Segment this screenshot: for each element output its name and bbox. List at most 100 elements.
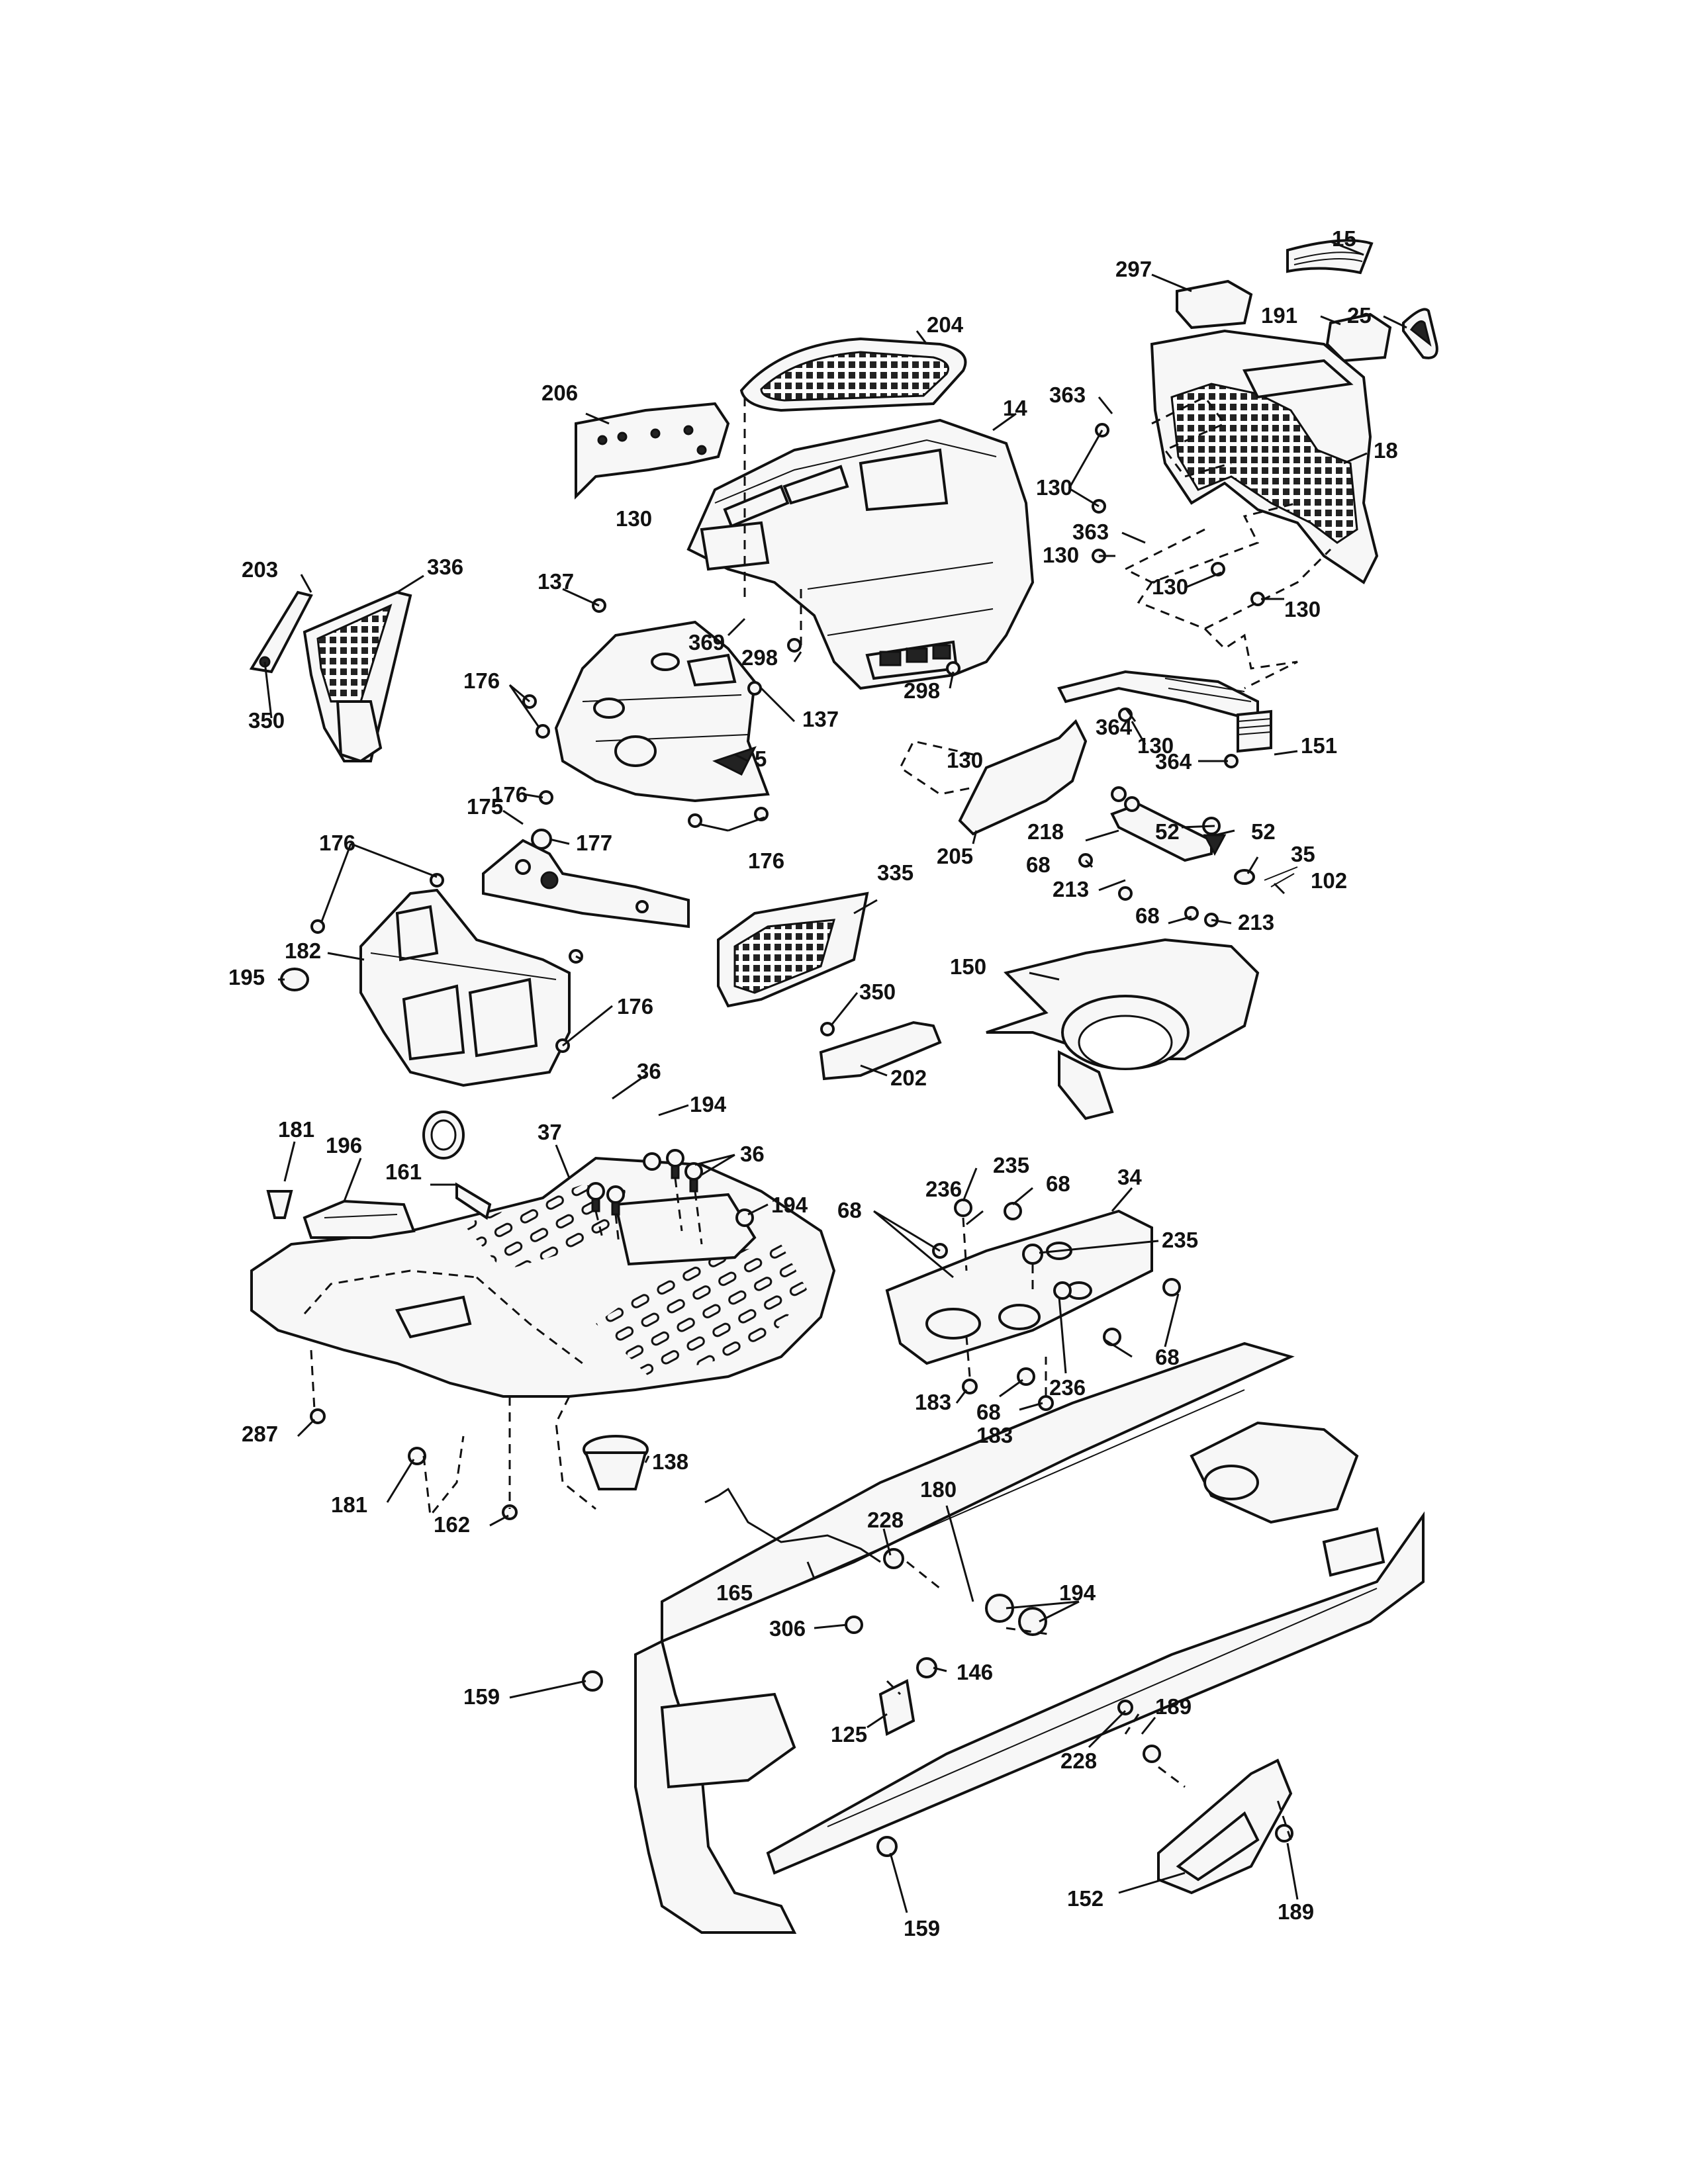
callout-369: 369 xyxy=(688,630,725,655)
part-15-badge xyxy=(1286,239,1374,275)
callout-130a: 130 xyxy=(1036,475,1072,500)
part-203-trim xyxy=(249,590,313,674)
callout-176a: 176 xyxy=(463,668,500,693)
callout-176b: 176 xyxy=(491,782,528,807)
part-161-knob xyxy=(422,1111,492,1220)
callout-18: 18 xyxy=(1374,438,1398,463)
callout-102: 102 xyxy=(1311,868,1347,893)
callout-364b: 364 xyxy=(1155,749,1192,774)
callout-189b: 189 xyxy=(1278,1899,1314,1924)
callout-130d: 130 xyxy=(1152,574,1188,599)
part-37-fender xyxy=(250,1156,836,1398)
part-181-plug xyxy=(266,1190,293,1219)
part-182-lower-panel xyxy=(359,888,571,1087)
callout-297: 297 xyxy=(1115,257,1152,281)
callout-161: 161 xyxy=(385,1160,422,1184)
callout-14: 14 xyxy=(1003,396,1027,420)
callout-182: 182 xyxy=(285,938,321,963)
callout-176e: 176 xyxy=(617,994,653,1019)
callout-130c: 130 xyxy=(1043,543,1079,567)
part-102-pin xyxy=(1264,866,1298,887)
callout-228b: 228 xyxy=(1060,1749,1097,1773)
callout-236b: 236 xyxy=(1049,1375,1086,1400)
callout-206: 206 xyxy=(541,381,578,405)
callout-202: 202 xyxy=(890,1066,927,1090)
callout-137a: 137 xyxy=(538,569,574,594)
callout-25: 25 xyxy=(1347,303,1372,328)
part-177-nut xyxy=(531,829,552,850)
leader-lines xyxy=(263,240,1407,1913)
callout-68a: 68 xyxy=(1026,852,1051,877)
callout-137b: 137 xyxy=(802,707,839,731)
callout-213a: 213 xyxy=(1053,877,1089,901)
callout-36a: 36 xyxy=(637,1059,661,1083)
callout-68d: 68 xyxy=(837,1198,862,1222)
part-191-emblem xyxy=(1325,312,1392,363)
callout-138: 138 xyxy=(652,1449,688,1474)
part-335-side-grille xyxy=(717,891,869,1008)
callout-194a: 194 xyxy=(690,1092,727,1116)
part-202-trim xyxy=(819,1021,942,1081)
callout-205: 205 xyxy=(937,844,973,868)
callout-labels: 15 297 25 191 204 14 206 363 18 130 130 … xyxy=(228,226,1398,1940)
callout-37: 37 xyxy=(538,1120,562,1144)
part-205-shield xyxy=(958,719,1088,836)
callout-335: 335 xyxy=(877,860,914,885)
callout-177: 177 xyxy=(576,831,612,855)
part-25-lens xyxy=(1402,308,1438,359)
callout-152: 152 xyxy=(1067,1886,1103,1911)
part-152-guard xyxy=(1157,1758,1293,1895)
part-14-hood xyxy=(686,418,1035,690)
callout-130b: 130 xyxy=(616,506,652,531)
callout-350b: 350 xyxy=(859,979,896,1004)
callout-336: 336 xyxy=(427,555,463,579)
callout-213b: 213 xyxy=(1238,910,1274,934)
callout-130f: 130 xyxy=(1137,733,1174,758)
callout-235a: 235 xyxy=(993,1153,1029,1177)
callout-195: 195 xyxy=(228,965,265,989)
part-138-boot xyxy=(583,1435,649,1490)
callout-35: 35 xyxy=(1291,842,1315,866)
part-196-plate xyxy=(303,1199,416,1239)
callout-181a: 181 xyxy=(278,1117,314,1142)
part-5-dash-panel xyxy=(554,620,770,803)
callout-34: 34 xyxy=(1117,1165,1142,1189)
callout-287: 287 xyxy=(242,1422,278,1446)
part-364-bracket xyxy=(1057,670,1259,723)
callout-176c: 176 xyxy=(319,831,355,855)
callout-68c: 68 xyxy=(1046,1171,1070,1196)
callout-68e: 68 xyxy=(1155,1345,1180,1369)
callout-36b: 36 xyxy=(740,1142,765,1166)
callout-150: 150 xyxy=(950,954,986,979)
callout-183a: 183 xyxy=(915,1390,951,1414)
callout-68f: 68 xyxy=(976,1400,1001,1424)
part-35-washer xyxy=(1234,869,1255,885)
part-204-grille xyxy=(739,337,967,412)
callout-159b: 159 xyxy=(904,1916,940,1940)
part-297-emblem xyxy=(1176,279,1253,330)
callout-218: 218 xyxy=(1027,819,1064,844)
callout-196: 196 xyxy=(326,1133,362,1158)
callout-130g: 130 xyxy=(947,748,983,772)
callout-204: 204 xyxy=(927,312,964,337)
callout-52b: 52 xyxy=(1251,819,1276,844)
part-165-rod xyxy=(704,1487,881,1563)
part-125-bracket xyxy=(878,1679,915,1736)
callout-162: 162 xyxy=(434,1512,470,1537)
callout-236a: 236 xyxy=(925,1177,962,1201)
callout-159a: 159 xyxy=(463,1684,500,1709)
callout-203: 203 xyxy=(242,557,278,582)
callout-350a: 350 xyxy=(248,708,285,733)
callout-5: 5 xyxy=(755,747,767,771)
callout-298b: 298 xyxy=(904,678,940,703)
callout-181b: 181 xyxy=(331,1492,367,1517)
part-180-frame xyxy=(634,1342,1425,1934)
callout-15: 15 xyxy=(1332,226,1356,251)
callout-151: 151 xyxy=(1301,733,1337,758)
callout-228a: 228 xyxy=(867,1508,904,1532)
callout-306: 306 xyxy=(769,1616,806,1641)
part-206-bracket xyxy=(575,402,730,500)
callout-235b: 235 xyxy=(1162,1228,1198,1252)
callout-180: 180 xyxy=(920,1477,957,1502)
